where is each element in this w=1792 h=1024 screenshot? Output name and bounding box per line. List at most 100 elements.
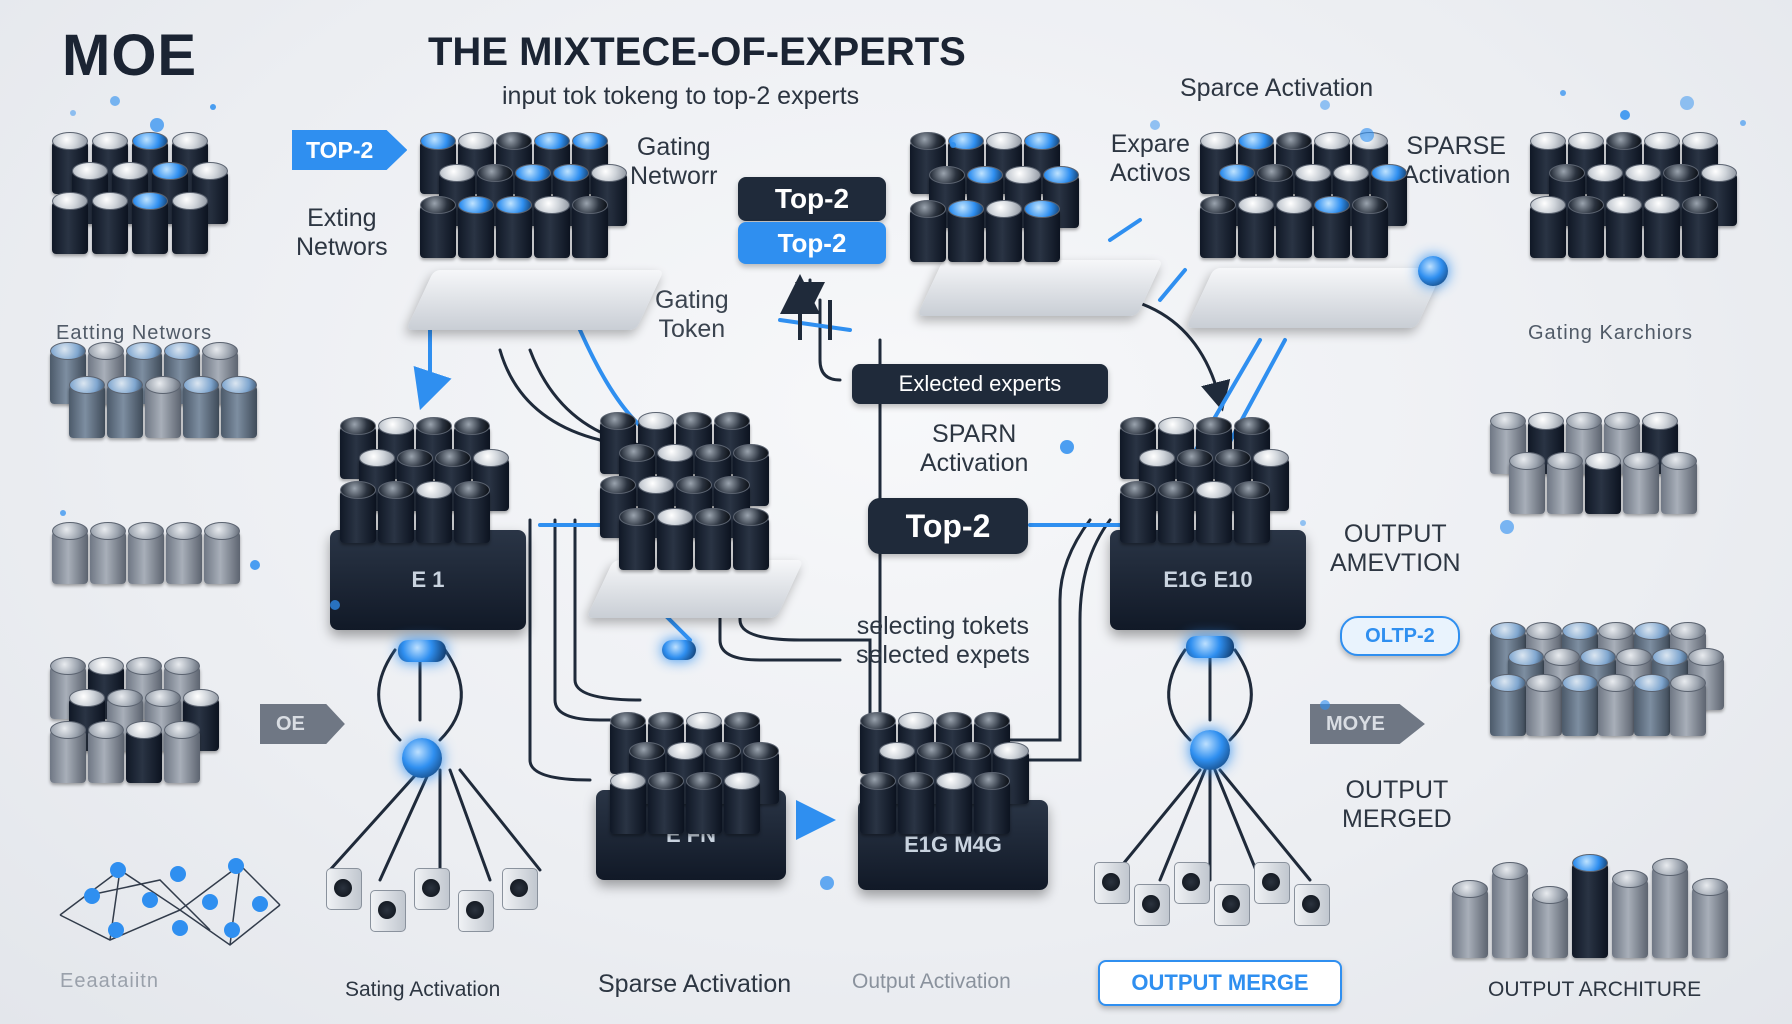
expert-cylinder-icon bbox=[1530, 196, 1566, 258]
output-merged-label: OUTPUT MERGED bbox=[1342, 776, 1452, 833]
selecting-tokets-label: selecting tokets selected expets bbox=[856, 612, 1030, 669]
output-column-icon bbox=[1452, 880, 1488, 958]
sating-activation-label: Sating Activation bbox=[345, 978, 501, 1001]
output-column-icon bbox=[1532, 886, 1568, 958]
output-activation-label: Output Activation bbox=[852, 970, 1011, 993]
expert-cylinder-icon bbox=[986, 200, 1022, 262]
decor-dot-icon bbox=[1560, 90, 1566, 96]
decor-dot-icon bbox=[950, 142, 956, 148]
expert-cylinder-icon bbox=[132, 192, 168, 254]
expert-cylinder-icon bbox=[610, 772, 646, 834]
expert-cylinder-icon bbox=[1547, 452, 1583, 514]
sparce-activation-label: Sparce Activation bbox=[1180, 74, 1374, 102]
top-right-platform bbox=[1186, 268, 1444, 328]
decor-dot-icon bbox=[1150, 120, 1160, 130]
network-node-icon bbox=[108, 922, 124, 938]
output-amevtion-label: OUTPUT AMEVTION bbox=[1330, 520, 1461, 577]
decor-dot-icon bbox=[210, 104, 216, 110]
expert-cylinder-icon bbox=[1682, 196, 1718, 258]
expert-cylinder-icon bbox=[743, 742, 779, 804]
decor-dot-icon bbox=[330, 600, 340, 610]
decor-dot-icon bbox=[60, 510, 66, 516]
decor-dot-icon bbox=[1320, 700, 1330, 710]
network-node-icon bbox=[202, 894, 218, 910]
network-node-icon bbox=[172, 920, 188, 936]
sparse-activation-right-label: SPARSE Activation bbox=[1402, 132, 1511, 189]
expert-cylinder-icon bbox=[50, 721, 86, 783]
expert-cylinder-icon bbox=[733, 508, 769, 570]
expert-cylinder-icon bbox=[164, 721, 200, 783]
right-target-icon bbox=[1418, 256, 1448, 286]
expert-cylinder-icon bbox=[128, 522, 164, 584]
center-platform bbox=[586, 560, 804, 618]
decor-dot-icon bbox=[820, 876, 834, 890]
gating-token-label: Gating Token bbox=[655, 286, 729, 343]
decor-dot-icon bbox=[1620, 110, 1630, 120]
expert-cylinder-icon bbox=[416, 481, 452, 543]
left-connector-node bbox=[398, 640, 446, 662]
expert-cylinder-icon bbox=[458, 196, 494, 258]
decor-dot-icon bbox=[1060, 440, 1074, 454]
network-node-icon bbox=[228, 858, 244, 874]
output-architure-label: OUTPUT ARCHITURE bbox=[1488, 978, 1702, 1001]
expert-cylinder-icon bbox=[1606, 196, 1642, 258]
expert-cylinder-icon bbox=[1644, 196, 1680, 258]
expert-cylinder-icon bbox=[221, 376, 257, 438]
top-left-platform bbox=[406, 270, 664, 330]
expert-cylinder-icon bbox=[936, 772, 972, 834]
expert-cylinder-icon bbox=[1670, 674, 1706, 736]
expert-cylinder-icon bbox=[378, 481, 414, 543]
output-column-icon bbox=[1692, 878, 1728, 958]
decor-dot-icon bbox=[250, 560, 260, 570]
bottom-left-faded-label: Eeaataiitn bbox=[60, 970, 159, 992]
expert-cylinder-icon bbox=[1526, 674, 1562, 736]
decor-dot-icon bbox=[70, 110, 76, 116]
expert-cylinder-icon bbox=[724, 772, 760, 834]
left-expert-base: E 1 bbox=[330, 530, 526, 630]
output-cube-icon bbox=[1094, 862, 1130, 904]
expert-cylinder-icon bbox=[1024, 200, 1060, 262]
output-cube-icon bbox=[370, 890, 406, 932]
expert-cylinder-icon bbox=[126, 721, 162, 783]
decor-dot-icon bbox=[1360, 128, 1374, 142]
expert-cylinder-icon bbox=[1238, 196, 1274, 258]
output-cube-icon bbox=[1174, 862, 1210, 904]
expert-cylinder-icon bbox=[496, 196, 532, 258]
output-column-icon bbox=[1492, 862, 1528, 958]
expert-cylinder-icon bbox=[454, 481, 490, 543]
expert-cylinder-icon bbox=[648, 772, 684, 834]
expert-cylinder-icon bbox=[1234, 481, 1270, 543]
eatting-networs-label: Eatting Networs bbox=[56, 322, 213, 344]
expert-cylinder-icon bbox=[974, 772, 1010, 834]
expert-cylinder-icon bbox=[1623, 452, 1659, 514]
expert-cylinder-icon bbox=[898, 772, 934, 834]
center-connector-node bbox=[662, 640, 696, 660]
left-arrow-tag: OE bbox=[260, 704, 345, 744]
expert-cylinder-icon bbox=[610, 712, 646, 774]
top2-blue-pill: Top-2 bbox=[738, 222, 886, 264]
exting-networs-label: Exting Networs bbox=[296, 204, 388, 261]
output-cube-icon bbox=[502, 868, 538, 910]
decor-dot-icon bbox=[1740, 120, 1746, 126]
expert-cylinder-icon bbox=[473, 449, 509, 511]
expert-cylinder-icon bbox=[172, 192, 208, 254]
right-connector-node bbox=[1186, 636, 1234, 658]
sparn-activation-label: SPARN Activation bbox=[920, 420, 1029, 477]
expert-cylinder-icon bbox=[948, 200, 984, 262]
network-node-icon bbox=[224, 922, 240, 938]
top2-arrow-tag: TOP-2 bbox=[292, 130, 408, 170]
decor-dot-icon bbox=[1500, 520, 1514, 534]
moe-arrow-tag: MOYE bbox=[1310, 704, 1425, 744]
network-node-icon bbox=[110, 862, 126, 878]
expert-cylinder-icon bbox=[420, 196, 456, 258]
expert-cylinder-icon bbox=[1562, 674, 1598, 736]
network-node-icon bbox=[170, 866, 186, 882]
expert-cylinder-icon bbox=[1158, 481, 1194, 543]
top2-center-pill: Top-2 bbox=[868, 498, 1028, 554]
expert-cylinder-icon bbox=[572, 196, 608, 258]
network-node-icon bbox=[84, 888, 100, 904]
decor-dot-icon bbox=[150, 118, 164, 132]
expert-cylinder-icon bbox=[1634, 674, 1670, 736]
expert-cylinder-icon bbox=[1568, 196, 1604, 258]
